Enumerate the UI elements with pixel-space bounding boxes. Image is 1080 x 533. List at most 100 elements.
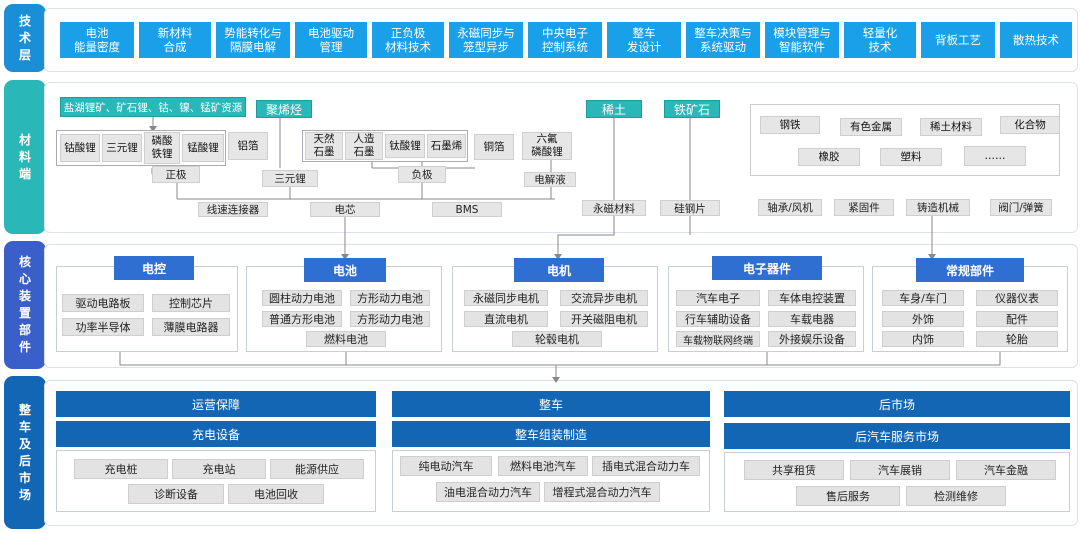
tech-item: 轻量化 技术 [844,22,916,58]
regular-item: 车身/车门 [882,290,964,306]
tech-item: 整车 发设计 [607,22,681,58]
motor-item: 直流电机 [464,311,548,327]
tech-item: 永磁同步与 笼型异步 [449,22,523,58]
regular-title: 常规部件 [916,258,1024,282]
material-item: 钢铁 [760,116,820,134]
ctrl-item: 薄膜电路器 [152,318,230,336]
motor-item: 永磁同步电机 [464,290,548,306]
tech-item: 正负极 材料技术 [372,22,444,58]
electrolyte-label: 电解液 [524,172,576,187]
motor-title: 电机 [514,258,604,282]
material-item: …… [964,146,1026,166]
battery-item: 方形动力电池 [350,290,430,306]
material-item: 钴酸锂 [60,134,100,162]
tech-item: 势能转化与 隔膜电解 [216,22,290,58]
charge-header: 充电设备 [56,421,376,447]
ternary-label: 三元锂 [262,170,318,187]
car-header: 整车 [392,391,710,417]
battery-item: 燃料电池 [306,331,386,347]
ctrl-item: 功率半导体 [62,318,144,336]
tech-item: 背板工艺 [921,22,995,58]
connector-label: 线速连接器 [198,202,268,217]
car-item: 燃料电池汽车 [498,456,588,476]
material-item: 天然 石墨 [305,132,343,160]
material-item: 橡胶 [798,148,860,166]
charge-item: 能源供应 [270,459,364,479]
car-item: 插电式混合动力车 [592,456,700,476]
battery-item: 圆柱动力电池 [262,290,342,306]
magnet-label: 永磁材料 [582,200,646,216]
material-item: 三元锂 [102,134,142,162]
after-item: 汽车金融 [956,460,1056,480]
side-label-tech: 技术层 [4,4,46,72]
material-item: 有色金属 [840,118,902,136]
positive-label: 正极 [152,166,200,183]
after-item: 汽车展销 [850,460,950,480]
parts-label: 阀门/弹簧 [990,199,1052,216]
silicon-steel-label: 硅钢片 [660,200,720,216]
battery-item: 方形动力电池 [350,311,430,327]
motor-item: 开关磁阻电机 [560,311,648,327]
material-item: 稀土材料 [920,118,982,136]
tech-item: 散热技术 [1000,22,1072,58]
charge-item: 充电桩 [74,459,168,479]
after-service-header: 后汽车服务市场 [724,423,1070,449]
material-item: 石墨烯 [427,134,466,158]
tech-item: 新材料 合成 [139,22,211,58]
regular-item: 仪器仪表 [976,290,1058,306]
electronics-item: 车载电器 [768,311,856,327]
regular-item: 内饰 [882,331,964,347]
material-item: 六氟 磷酸锂 [522,132,572,160]
material-item: 铜箔 [474,134,514,160]
ctrl-item: 驱动电路板 [62,294,144,312]
after-item: 共享租赁 [744,460,844,480]
side-label-vehicle: 整车及后市场 [4,376,46,529]
motor-item: 轮毂电机 [512,331,602,347]
after-item: 售后服务 [796,486,900,506]
material-item: 化合物 [1000,116,1060,134]
after-header: 后市场 [724,391,1070,417]
tech-item: 电池 能量密度 [60,22,134,58]
material-item: 钛酸锂 [385,134,425,158]
regular-item: 外饰 [882,311,964,327]
side-label-material: 材料端 [4,80,46,234]
material-item: 磷酸 铁锂 [144,132,180,164]
car-item: 纯电动汽车 [400,456,492,476]
tech-item: 模块管理与 智能软件 [765,22,839,58]
negative-label: 负极 [398,166,446,183]
electronics-item: 行车辅助设备 [676,311,760,327]
tech-item: 整车决策与 系统驱动 [686,22,760,58]
charge-item: 电池回收 [228,484,324,504]
iron-ore: 铁矿石 [664,100,720,118]
after-item: 检测维修 [906,486,1006,506]
motor-item: 交流异步电机 [560,290,648,306]
material-item: 塑料 [880,148,942,166]
ctrl-title: 电控 [114,256,194,280]
parts-label: 铸造机械 [906,199,970,216]
electronics-item: 汽车电子 [676,290,760,306]
regular-item: 配件 [976,311,1058,327]
electronics-item: 外接娱乐设备 [768,331,856,347]
assembly-header: 整车组装制造 [392,421,710,447]
car-item: 增程式混合动力汽车 [544,482,660,502]
parts-label: 轴承/风机 [758,199,822,216]
parts-label: 紧固件 [834,199,894,216]
material-item: 铝箔 [228,132,268,160]
ctrl-item: 控制芯片 [152,294,230,312]
resource-label: 盐湖锂矿、矿石锂、钴、镍、锰矿资源 [60,97,246,117]
ops-header: 运营保障 [56,391,376,417]
battery-item: 普通方形电池 [262,311,342,327]
electronics-item: 车体电控装置 [768,290,856,306]
tech-item: 中央电子 控制系统 [528,22,602,58]
material-item: 锰酸锂 [182,134,224,162]
charge-item: 充电站 [172,459,266,479]
bms-label: BMS [432,202,502,217]
rare-earth: 稀土 [586,100,642,118]
polyolefin: 聚烯烃 [256,100,312,118]
electronics-title: 电子器件 [712,256,822,280]
car-item: 油电混合动力汽车 [436,482,540,502]
cell-label: 电芯 [310,202,380,217]
regular-item: 轮胎 [976,331,1058,347]
battery-title: 电池 [304,258,386,282]
side-label-core: 核心装置部件 [4,241,46,369]
